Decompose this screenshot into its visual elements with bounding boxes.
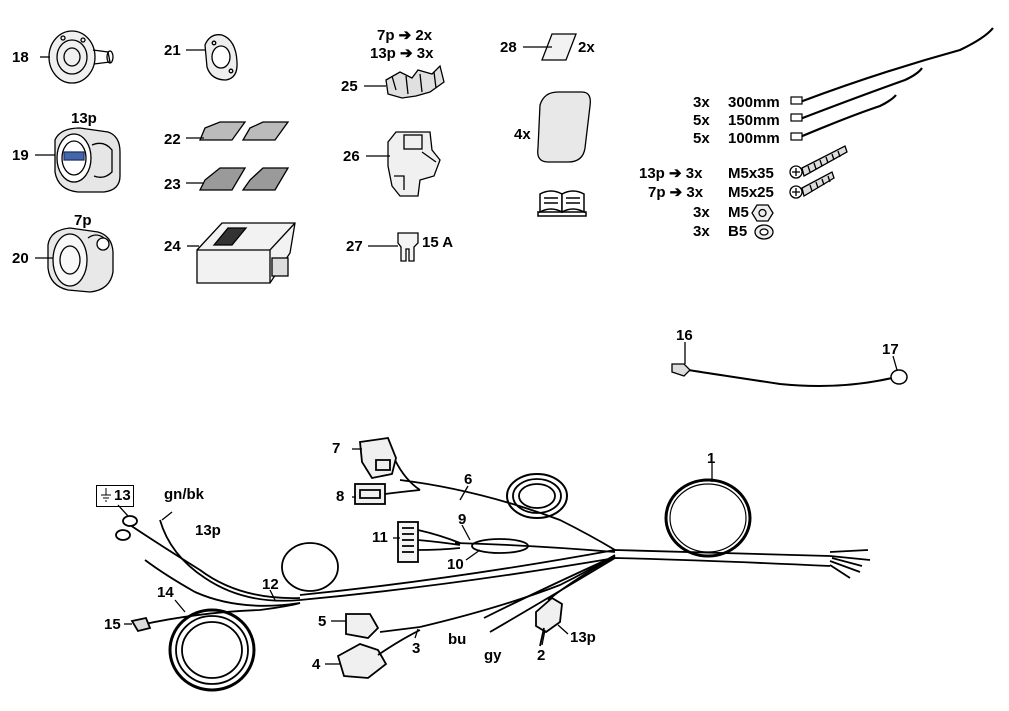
connector-13p-label: 13p: [570, 629, 596, 646]
callout-21: 21: [164, 42, 181, 59]
washer-b5: [754, 224, 774, 240]
fastener-prefix-m5x35: 13p ➔ 3x: [639, 165, 703, 182]
wire-gy-label: gy: [484, 647, 502, 664]
callout-20: 20: [12, 250, 29, 267]
grommet-part-18: [48, 30, 114, 84]
adhesive-pads-part-22: [199, 121, 290, 141]
callout-22: 22: [164, 131, 181, 148]
callout-9: 9: [458, 511, 467, 528]
main-harness: [115, 437, 871, 692]
wire-13p-label: 13p: [195, 522, 221, 539]
callout-7: 7: [332, 440, 341, 457]
callout-25: 25: [341, 78, 358, 95]
fastener-size-m5x25: M5x25: [728, 184, 774, 201]
ground-strap: [671, 363, 908, 387]
wire-gn-bk-label: gn/bk: [164, 486, 204, 503]
callout-28: 28: [500, 39, 517, 56]
ground-icon: [101, 488, 111, 502]
callout-19: 19: [12, 147, 29, 164]
socket-7p-part-20: [47, 227, 114, 293]
callout-16: 16: [676, 327, 693, 344]
fastener-size-b5: B5: [728, 223, 748, 240]
nut-m5: [751, 204, 774, 222]
callout-8: 8: [336, 488, 345, 505]
fastener-prefix-m5: 3x: [693, 204, 710, 221]
callout-12: 12: [262, 576, 279, 593]
callout-27: 27: [346, 238, 363, 255]
tie-size-100: 100mm: [728, 130, 780, 147]
gasket-part-21: [204, 34, 238, 81]
callout-13: 13: [114, 487, 131, 504]
clips-part-25: [385, 64, 445, 99]
callout-1: 1: [707, 450, 716, 467]
screw-m5x35: [789, 145, 848, 179]
callout-10: 10: [447, 556, 464, 573]
callout-11: 11: [372, 529, 388, 546]
adhesive-pads-part-23: [198, 167, 290, 191]
socket-13p-part-19: [54, 127, 121, 193]
fastener-size-m5x35: M5x35: [728, 165, 774, 182]
clip-ratio-line-1: 7p ➔ 2x: [377, 27, 433, 44]
tie-qty-150: 5x: [693, 112, 710, 129]
screw-m5x25: [789, 171, 835, 199]
socket-13p-label: 13p: [71, 110, 97, 127]
relay-holder-part-26: [387, 131, 441, 197]
callout-17: 17: [882, 341, 899, 358]
control-module-part-24: [196, 222, 296, 284]
callout-4: 4: [312, 656, 321, 673]
tie-size-300: 300mm: [728, 94, 780, 111]
cover-plate: [537, 91, 591, 163]
fuse-rating: 15 A: [422, 234, 454, 251]
fastener-prefix-b5: 3x: [693, 223, 710, 240]
tie-qty-100: 5x: [693, 130, 710, 147]
tie-size-150: 150mm: [728, 112, 780, 129]
tie-qty-300: 3x: [693, 94, 710, 111]
callout-6: 6: [464, 471, 473, 488]
callout-14: 14: [157, 584, 174, 601]
ground-callout-box: [96, 485, 134, 507]
callout-26: 26: [343, 148, 360, 165]
callout-2: 2: [537, 647, 546, 664]
cable-ties: [790, 27, 994, 141]
callout-5: 5: [318, 613, 327, 630]
callout-24: 24: [164, 238, 181, 255]
cover-count: 4x: [514, 126, 531, 143]
pad-part-28: [541, 33, 577, 61]
socket-7p-label: 7p: [74, 212, 92, 229]
manual-book-icon: [537, 190, 587, 217]
callout-15: 15: [104, 616, 121, 633]
wire-bu-label: bu: [448, 631, 467, 648]
callout-23: 23: [164, 176, 181, 193]
fastener-size-m5: M5: [728, 204, 749, 221]
callout-18: 18: [12, 49, 29, 66]
clip-ratio-line-2: 13p ➔ 3x: [370, 45, 434, 62]
pad-count: 2x: [578, 39, 595, 56]
callout-3: 3: [412, 640, 421, 657]
fastener-prefix-m5x25: 7p ➔ 3x: [648, 184, 704, 201]
fuse-part-27: [397, 232, 419, 262]
